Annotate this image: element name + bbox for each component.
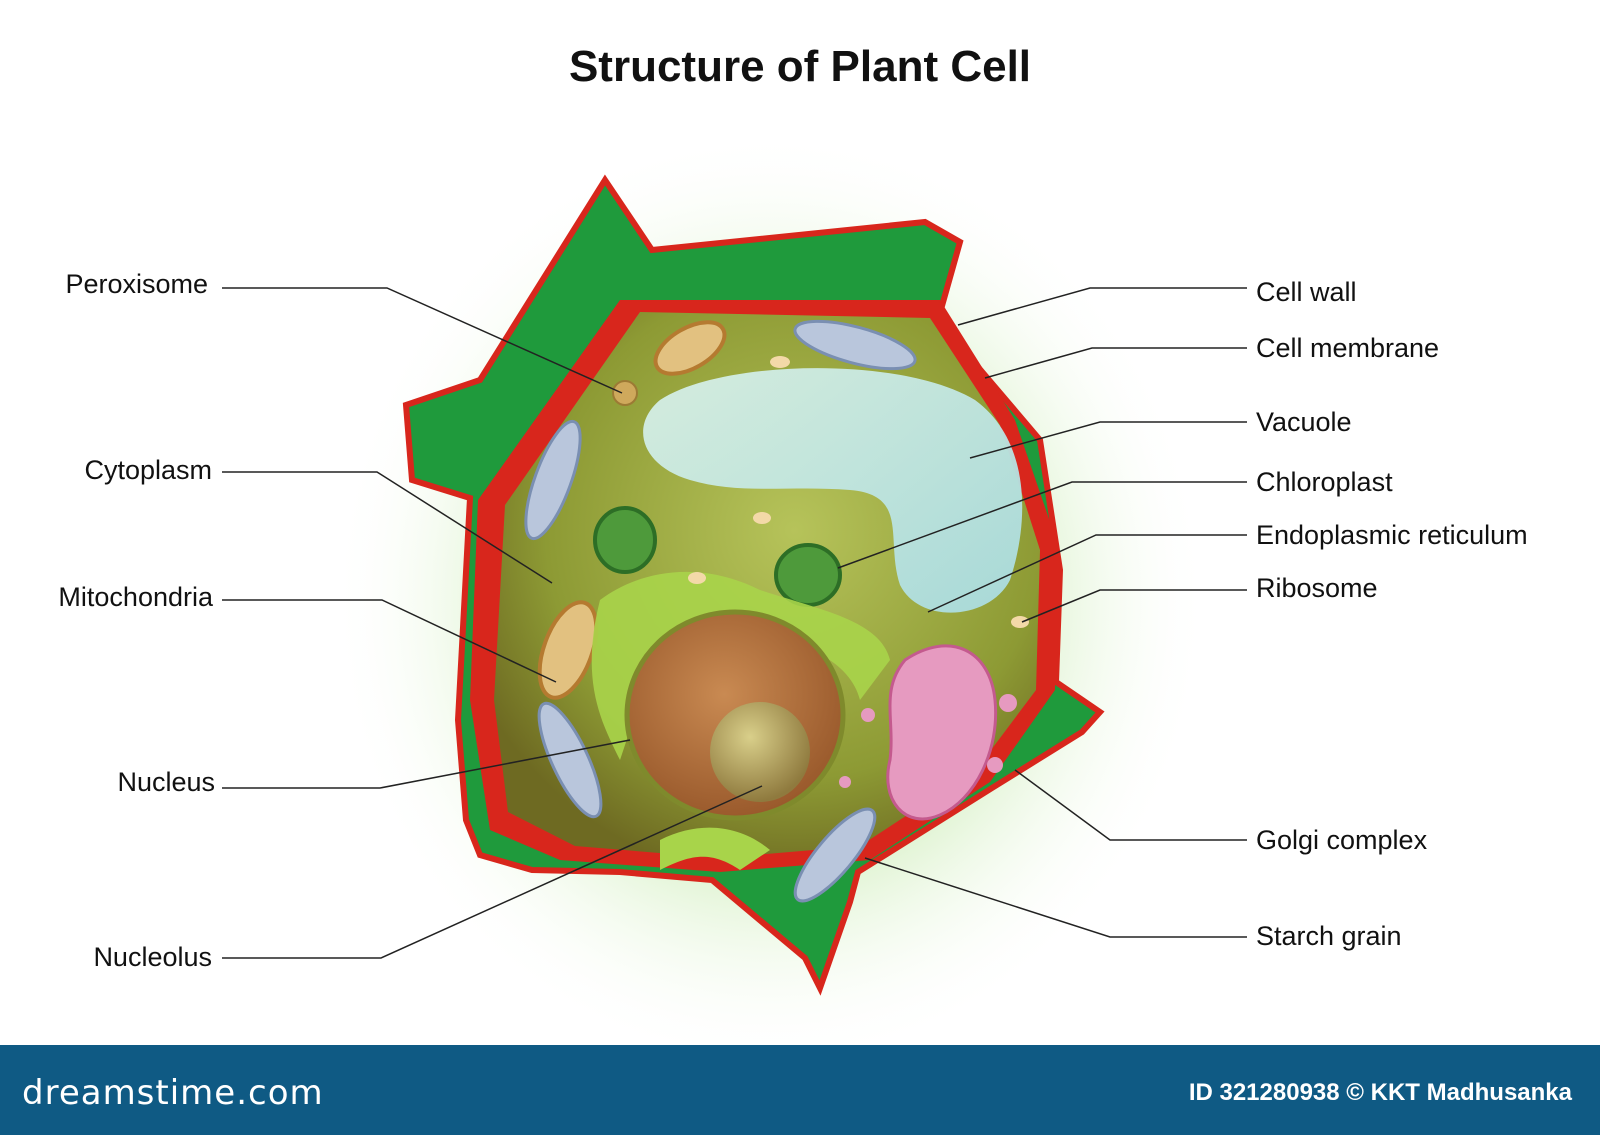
footer-credit: ID 321280938 © KKT Madhusanka (1188, 1079, 1572, 1106)
chloroplast-4 (793, 807, 877, 903)
leader-mitochondria (222, 599, 557, 683)
label-cell-wall: Cell wall (1256, 277, 1357, 307)
label-starch-grain: Starch grain (1256, 921, 1402, 951)
chloroplast-disc-1 (593, 506, 657, 574)
diagram-stage: Structure of Plant Cell (58, 42, 1528, 1045)
peroxisome-body (612, 380, 638, 406)
starch-grain-1 (770, 356, 790, 368)
leader-cell-membrane (984, 347, 1247, 379)
starch-grain-2 (753, 512, 771, 524)
mitochondrion-2 (537, 600, 599, 700)
er-lower (660, 827, 770, 870)
chloroplast-2 (524, 419, 582, 541)
starch-grain-3 (688, 572, 706, 584)
endoplasmic-reticulum (591, 571, 890, 760)
leader-starch (864, 857, 1247, 938)
label-ribosome: Ribosome (1256, 573, 1378, 603)
label-vacuole: Vacuole (1256, 407, 1352, 437)
ribosome-grain (1011, 616, 1029, 628)
plant-cell-illustration (222, 130, 1247, 1045)
leader-vacuole (969, 421, 1247, 459)
golgi-vesicle-1 (999, 694, 1017, 712)
chloroplast-disc-2 (774, 543, 842, 607)
footer-bar: dreamstime.com ID 321280938 © KKT Madhus… (0, 1045, 1600, 1135)
diagram-title: Structure of Plant Cell (568, 42, 1032, 91)
label-cell-membrane: Cell membrane (1256, 333, 1440, 363)
chloroplast-1 (793, 319, 917, 371)
leader-chloroplast (837, 481, 1247, 569)
leader-lines (222, 287, 1247, 959)
label-nucleus: Nucleus (117, 767, 215, 797)
vacuole-shape (643, 368, 1023, 613)
leader-er (927, 534, 1247, 613)
chloroplast-3 (537, 701, 603, 819)
leader-nucleus (222, 739, 631, 789)
golgi-vesicle-4 (839, 776, 851, 788)
label-mitochondria: Mitochondria (58, 582, 213, 612)
leader-golgi (1014, 769, 1247, 841)
mitochondrion-1 (653, 320, 727, 376)
footer-brand[interactable]: dreamstime.com (22, 1073, 324, 1113)
leader-cytoplasm (222, 471, 553, 584)
label-golgi-complex: Golgi complex (1256, 825, 1428, 855)
label-endoplasmic-reticulum: Endoplasmic reticulum (1256, 520, 1528, 550)
golgi-vesicle-3 (861, 708, 875, 722)
label-cytoplasm: Cytoplasm (84, 455, 212, 485)
golgi-vesicle-2 (987, 757, 1003, 773)
label-nucleolus: Nucleolus (93, 942, 212, 972)
leader-peroxisome (222, 287, 623, 394)
nucleolus-body (710, 702, 810, 802)
leader-nucleolus (222, 785, 763, 959)
label-peroxisome: Peroxisome (65, 269, 208, 299)
label-chloroplast: Chloroplast (1256, 467, 1393, 497)
leader-ribosome (1021, 589, 1247, 623)
leader-cell-wall (957, 287, 1247, 326)
golgi-body (886, 644, 998, 821)
